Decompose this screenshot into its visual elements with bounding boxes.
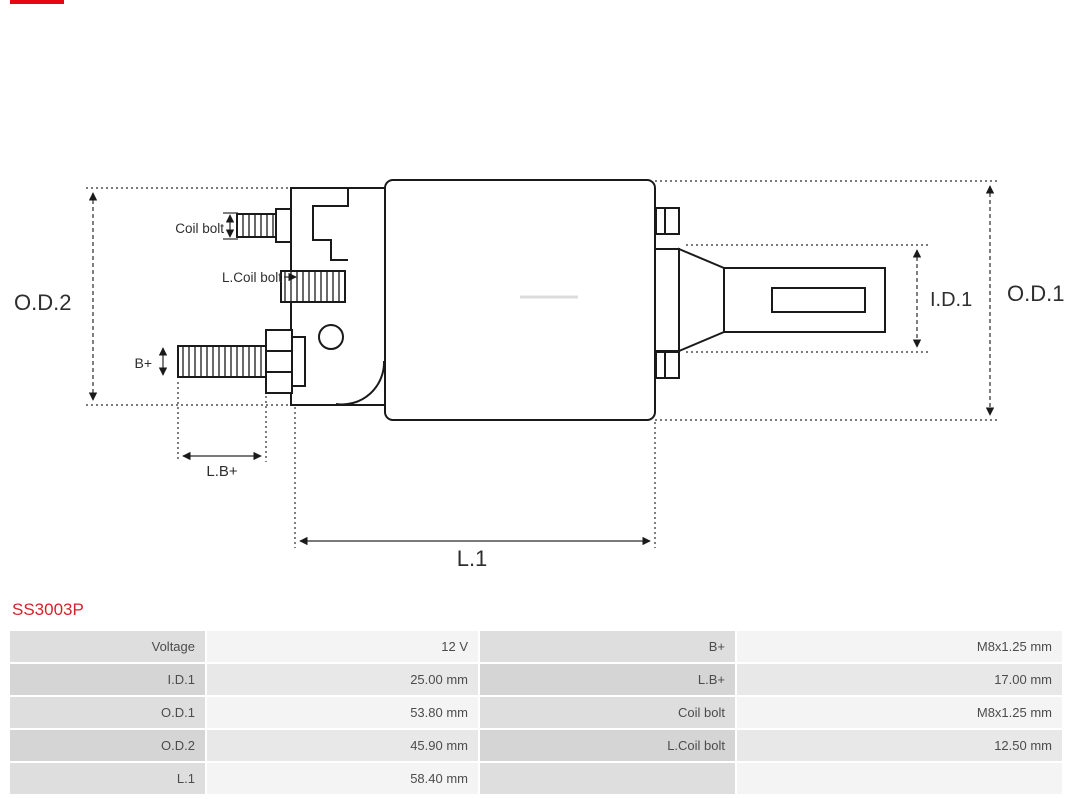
dim-label-od1: O.D.1: [1007, 281, 1064, 306]
spec-value-cell: 12.50 mm: [735, 728, 1064, 763]
spec-value-cell: M8x1.25 mm: [735, 629, 1064, 664]
spec-value-cell: [735, 761, 1064, 796]
terminal-tab-bottom: [655, 351, 680, 379]
dim-label-l1: L.1: [457, 546, 488, 571]
spec-value-cell: 53.80 mm: [205, 695, 480, 730]
dim-label-id1: I.D.1: [930, 289, 972, 311]
spec-value-cell: M8x1.25 mm: [735, 695, 1064, 730]
spec-value-cell: 58.40 mm: [205, 761, 480, 796]
spec-table: Voltage 12 V B+ M8x1.25 mm I.D.1 25.00 m…: [8, 629, 1064, 796]
dim-label-b-plus: B+: [134, 355, 152, 371]
technical-diagram: O.D.2 O.D.1 I.D.1 Coil bolt L.Coil bolt …: [14, 179, 1064, 571]
part-number-link[interactable]: SS3003P: [12, 600, 84, 619]
coil-bolt-stud: [236, 208, 292, 243]
dim-label-od2: O.D.2: [14, 290, 71, 315]
table-row: O.D.2 45.90 mm L.Coil bolt 12.50 mm: [8, 728, 1064, 763]
brand-logo-bar: [10, 0, 64, 4]
table-row: Voltage 12 V B+ M8x1.25 mm: [8, 629, 1064, 664]
flange-arc-cutout: [335, 360, 386, 406]
spec-label-cell: L.1: [8, 761, 207, 796]
spec-label-cell: O.D.1: [8, 695, 207, 730]
spec-value-cell: 17.00 mm: [735, 662, 1064, 697]
dimension-labels: O.D.2 O.D.1 I.D.1 Coil bolt L.Coil bolt …: [14, 221, 1064, 571]
coil-bolt-thread-block: [280, 270, 346, 303]
spec-label-cell: B+: [478, 629, 737, 664]
b-plus-terminal: [177, 324, 344, 394]
spec-label-cell: I.D.1: [8, 662, 207, 697]
spec-label-cell: Voltage: [8, 629, 207, 664]
table-row: L.1 58.40 mm: [8, 761, 1064, 796]
spec-label-cell: Coil bolt: [478, 695, 737, 730]
table-row: I.D.1 25.00 mm L.B+ 17.00 mm: [8, 662, 1064, 697]
dim-label-l-coil-bolt: L.Coil bolt: [222, 270, 282, 285]
dim-label-coil-bolt: Coil bolt: [175, 221, 224, 236]
spec-value-cell: 25.00 mm: [205, 662, 480, 697]
dim-label-l-b-plus: L.B+: [206, 463, 238, 480]
solenoid-outline: [177, 179, 886, 421]
spec-label-cell: L.Coil bolt: [478, 728, 737, 763]
table-row: O.D.1 53.80 mm Coil bolt M8x1.25 mm: [8, 695, 1064, 730]
solenoid-body: [384, 179, 656, 421]
terminal-tab-top: [655, 207, 680, 235]
diagram-wrap: O.D.2 O.D.1 I.D.1 Coil bolt L.Coil bolt …: [14, 179, 1064, 571]
spec-label-cell: [478, 761, 737, 796]
spec-label-cell: O.D.2: [8, 728, 207, 763]
dimension-lines: [86, 180, 997, 548]
flange-inner-step: [312, 188, 349, 261]
spec-value-cell: 12 V: [205, 629, 480, 664]
spec-value-cell: 45.90 mm: [205, 728, 480, 763]
spec-label-cell: L.B+: [478, 662, 737, 697]
plunger-shaft: [654, 247, 886, 353]
